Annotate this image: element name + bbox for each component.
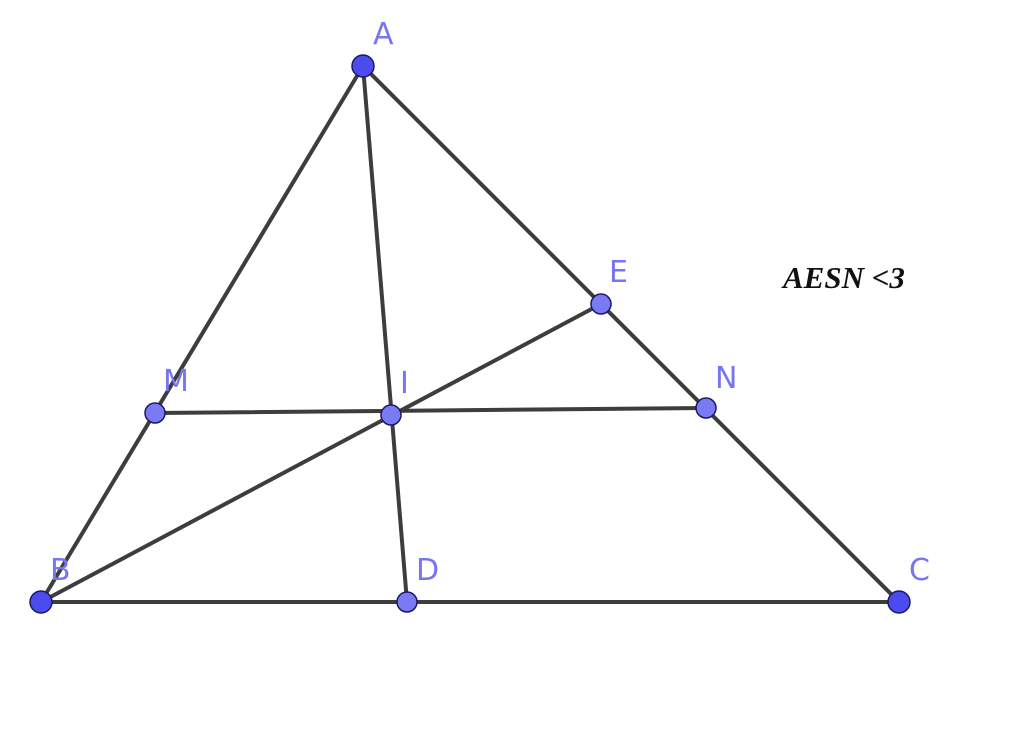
points-layer — [29, 54, 911, 614]
point-B — [29, 590, 53, 614]
point-C — [887, 590, 911, 614]
point-label-B: B — [50, 553, 71, 588]
labels-layer: A B C D E I M N — [50, 17, 930, 588]
segments-layer — [39, 64, 901, 604]
point-label-D: D — [416, 553, 439, 588]
segment-AB — [39, 64, 365, 604]
segment-MN — [153, 406, 708, 415]
annotation-text: AESN <3 — [781, 260, 905, 295]
point-A — [351, 54, 375, 78]
point-label-N: N — [715, 361, 737, 396]
segment-BE — [39, 302, 603, 604]
point-label-C: C — [909, 553, 930, 588]
point-label-M: M — [163, 364, 189, 399]
point-E — [590, 293, 612, 315]
point-I — [380, 404, 402, 426]
point-M — [144, 402, 166, 424]
point-label-E: E — [609, 255, 628, 290]
point-label-I: I — [400, 366, 409, 401]
segment-AC — [361, 64, 901, 604]
segment-AD — [361, 64, 409, 604]
point-label-A: A — [373, 17, 394, 52]
point-D — [396, 591, 418, 613]
point-N — [695, 397, 717, 419]
